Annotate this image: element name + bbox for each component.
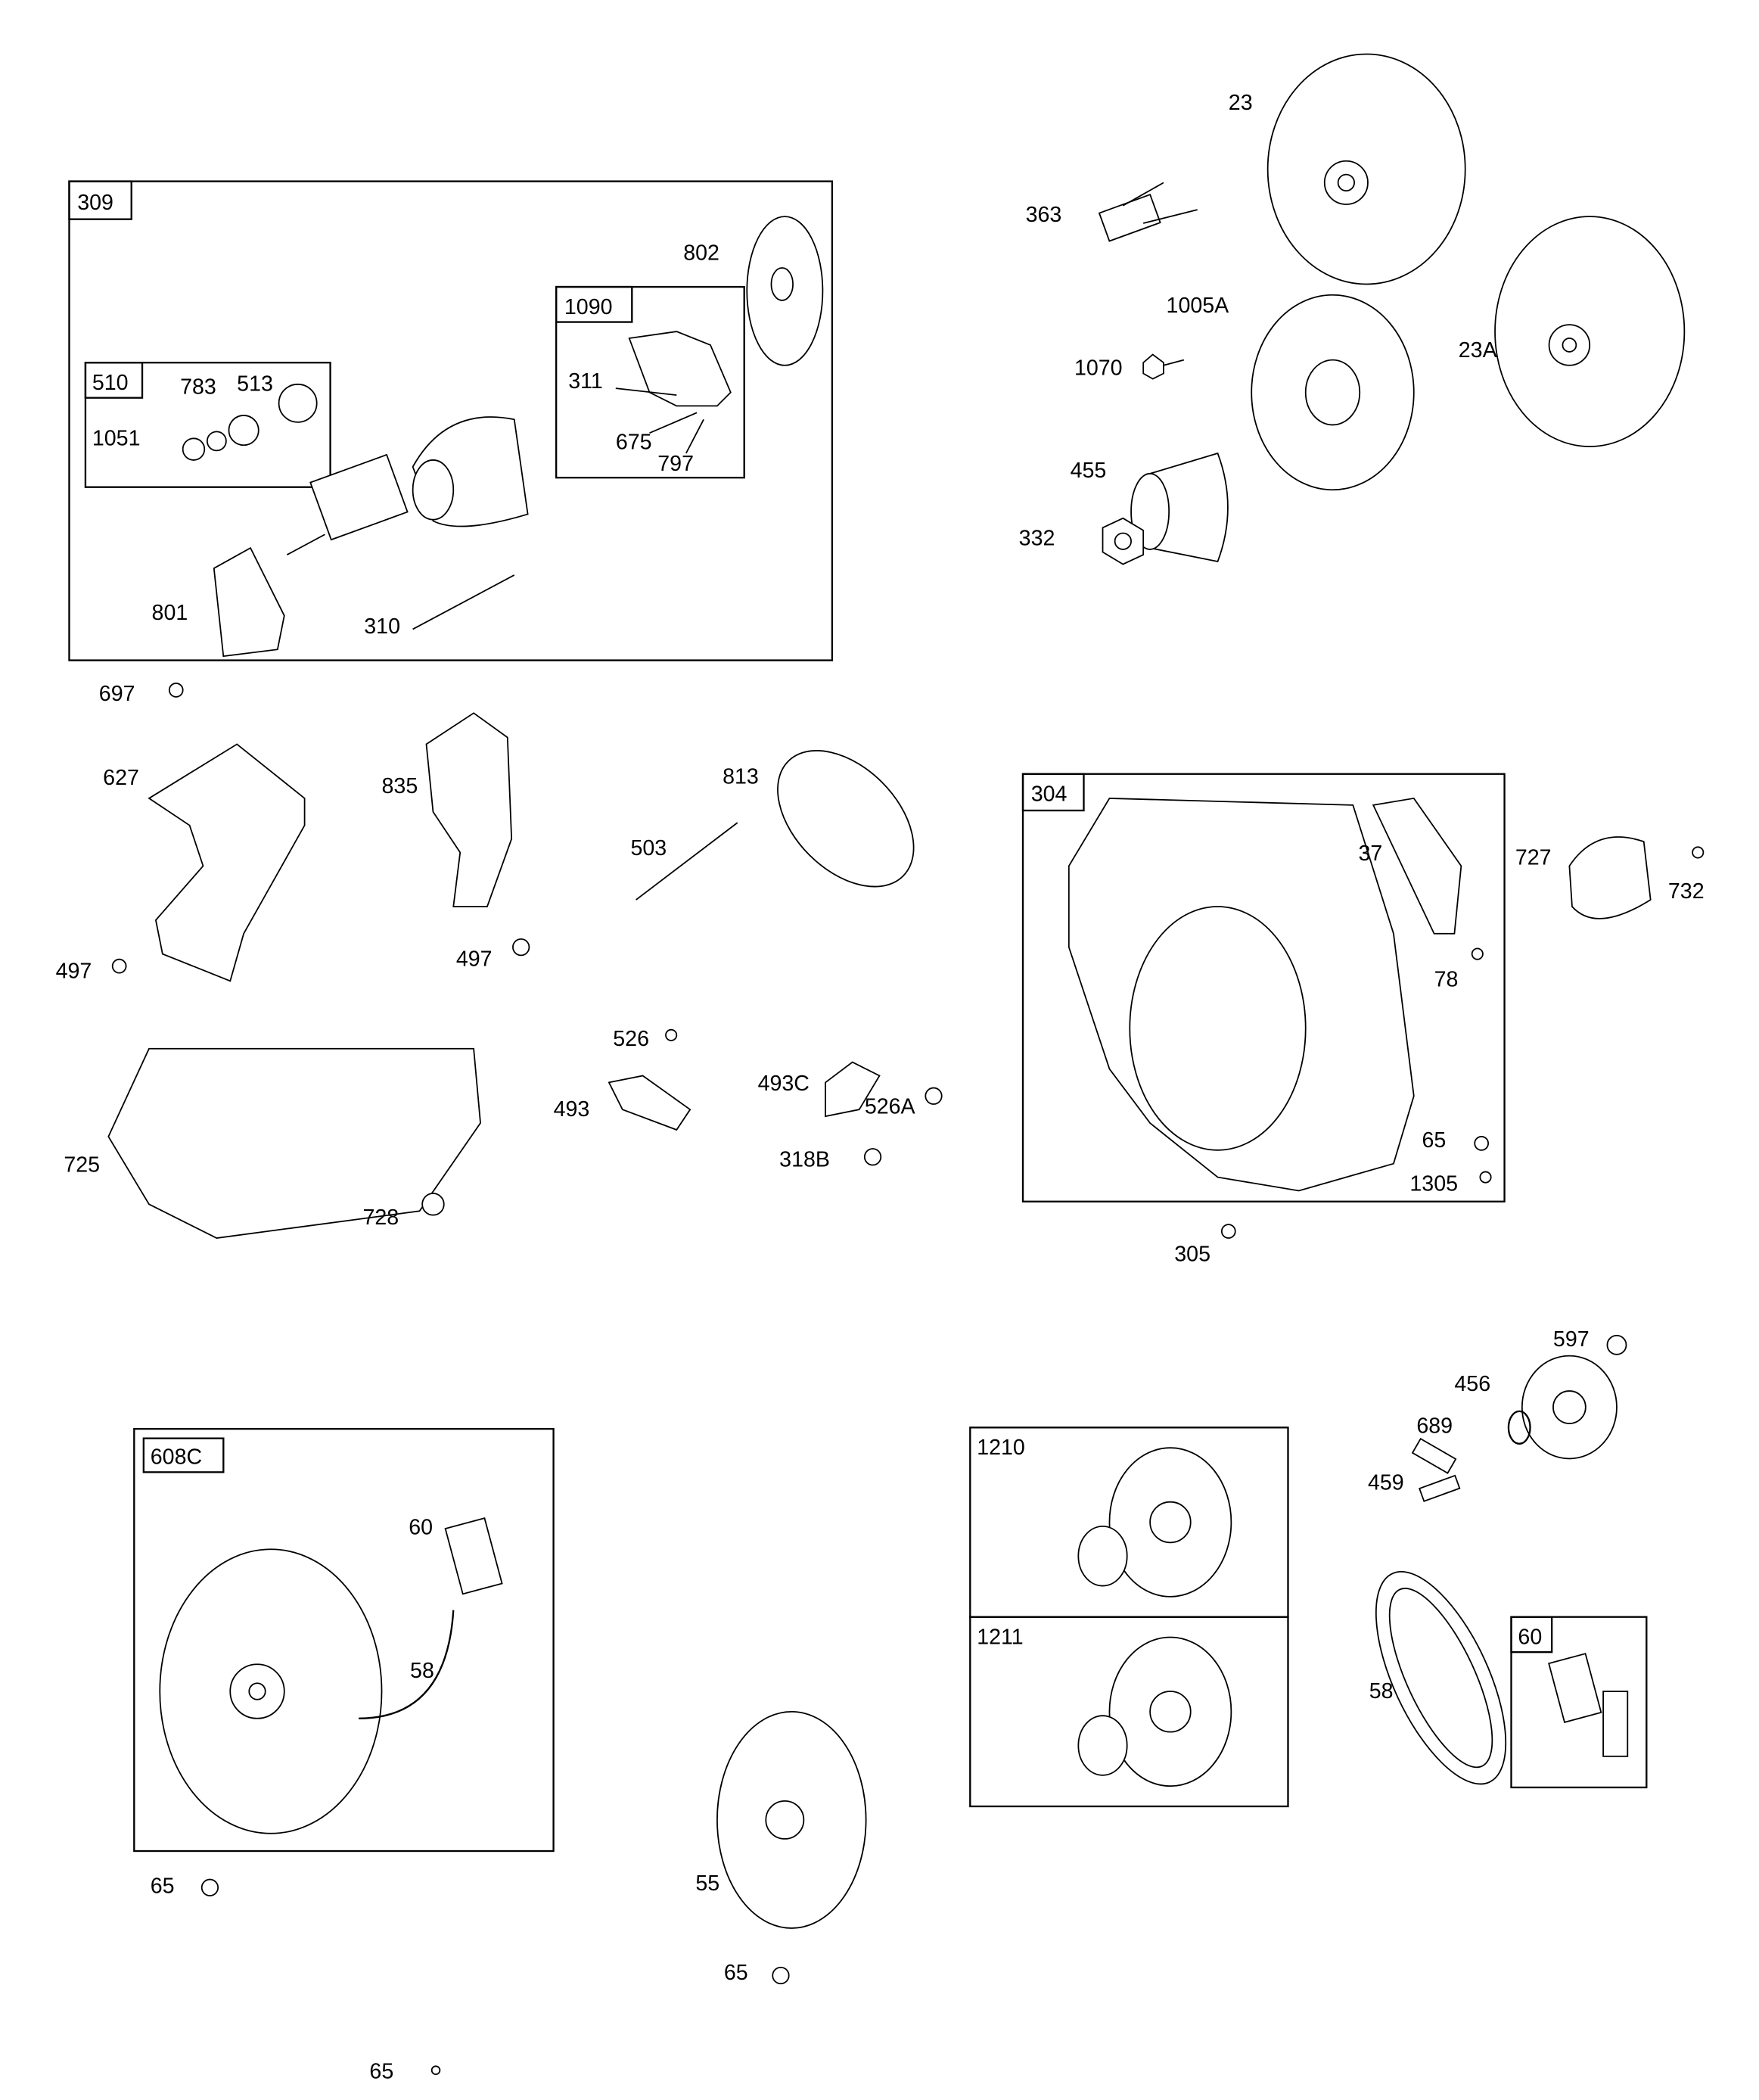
dog-459 [1411,1437,1461,1502]
spring-58 [1375,1570,1507,1785]
part-label: 627 [103,766,139,790]
part-label-cut: 65 [369,2059,393,2083]
part-label: 60 [409,1516,433,1540]
cover-727 [1568,836,1652,919]
box-label-60: 60 [1518,1625,1542,1649]
gear-assembly [182,383,318,461]
part-label: 813 [723,764,759,789]
pulley-456 [1521,1355,1618,1460]
part-label: 23 [1229,91,1253,115]
armature [286,453,409,555]
bracket-493 [608,1075,691,1131]
part-label: 675 [616,431,652,455]
part-label: 23A [1459,338,1498,362]
part-label: 332 [1019,527,1055,551]
rod-503 [636,822,738,901]
part-label: 797 [657,452,694,476]
ring-689 [1507,1410,1531,1445]
cup-455 [1130,452,1229,563]
screw-icons [111,683,1705,2075]
part-label: 318B [779,1147,830,1171]
group-box-304 [1021,773,1506,1202]
part-label: 305 [1174,1242,1210,1266]
part-label: 801 [152,601,188,625]
plate-835 [425,712,513,907]
part-label: 497 [456,947,493,972]
part-label: 37 [1358,842,1382,866]
box-label-309: 309 [77,191,113,215]
pulley-1210 [1077,1447,1232,1598]
group-box-1211 [969,1616,1289,1808]
part-label: 58 [410,1659,434,1683]
part-label: 835 [382,774,418,798]
part-label: 363 [1026,203,1062,227]
part-label: 58 [1369,1679,1394,1703]
fan-1005A [1251,294,1415,491]
shield-37 [1372,797,1462,935]
part-label: 697 [99,682,135,706]
part-label: 311 [568,369,603,394]
part-label: 727 [1515,846,1552,870]
part-label: 1070 [1074,356,1123,380]
drive-end-801 [213,546,285,658]
group-box-510 [84,362,331,488]
rewind-starter-55 [716,1710,867,1929]
part-label: 497 [56,960,92,984]
part-label: 65 [724,1961,748,1985]
part-label: 802 [683,241,719,265]
part-label: 65 [1422,1128,1446,1153]
part-label: 1305 [1409,1171,1458,1196]
plate-627 [148,743,306,982]
part-label: 493C [758,1072,810,1096]
end-cap-802 [746,216,824,366]
bolt-1070 [1142,353,1185,380]
box-label-510: 510 [92,371,129,395]
part-label: 503 [631,836,667,860]
flywheel-23 [1266,53,1466,285]
shroud-725 [107,1047,481,1239]
bracket-493C [825,1061,881,1118]
group-box-608C [133,1427,555,1853]
part-label: 78 [1434,967,1459,991]
blower-housing [1068,798,1415,1192]
part-label: 725 [64,1153,100,1177]
nut-332 [1102,517,1145,565]
part-label: 459 [1368,1471,1404,1495]
pulley-1211 [1077,1636,1232,1787]
part-label: 456 [1454,1372,1490,1396]
part-label: 526A [865,1095,916,1119]
group-box-1090 [555,285,745,479]
box-label-1090: 1090 [564,295,613,319]
part-label: 728 [362,1206,399,1230]
part-label: 493 [554,1097,590,1122]
group-box-309 [68,180,834,661]
part-label: 55 [695,1871,719,1896]
box-label-608C: 608C [151,1445,202,1470]
part-label: 1005A [1167,294,1230,318]
flywheel-23A [1494,216,1686,447]
part-label: 455 [1071,459,1107,483]
box-label-304: 304 [1031,782,1068,807]
brush-holder-1090 [628,331,732,407]
handle-60-box [1548,1653,1629,1757]
bolt-310 [412,574,515,630]
part-label: 65 [151,1874,175,1898]
part-label: 513 [237,372,273,397]
rewind-starter-608C [159,1517,503,1834]
part-label: 783 [180,375,216,399]
group-box-60 [1510,1616,1648,1789]
part-label: 1051 [92,426,141,450]
part-label: 526 [613,1027,649,1051]
part-label: 732 [1668,879,1705,904]
motor-housing [412,416,529,527]
box-label-1211: 1211 [977,1625,1024,1649]
part-label: 689 [1416,1414,1453,1439]
part-label: 310 [364,614,400,639]
part-label: 597 [1553,1327,1590,1352]
bracket-363 [1098,182,1198,242]
band-813 [777,750,915,888]
box-label-1210: 1210 [977,1436,1025,1460]
